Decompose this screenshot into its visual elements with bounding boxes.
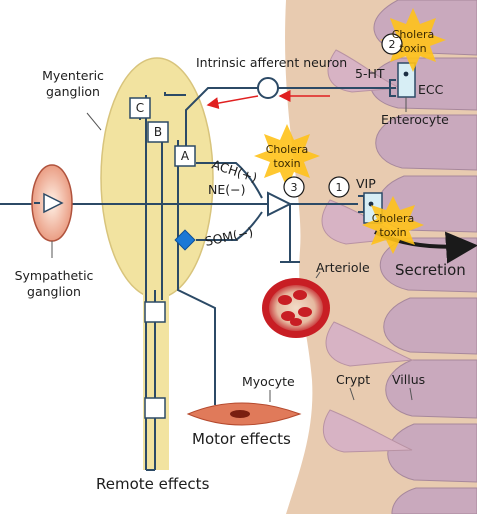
enterocyte-label: Enterocyte [381, 112, 449, 127]
svg-text:1: 1 [336, 181, 343, 194]
ecc-label: ECC [418, 82, 444, 97]
vip-label: VIP [356, 176, 376, 191]
som-label: SOM(−) [204, 224, 255, 249]
cholera-toxin-middle-line2: toxin [273, 157, 300, 170]
step-marker-3: 3 [284, 177, 304, 197]
interneuron-label-c: C [136, 101, 144, 115]
sympathetic-ganglion-label-line2: ganglion [27, 284, 81, 299]
secretion-label: Secretion [395, 261, 466, 279]
interneuron-label-b: B [154, 125, 162, 139]
afferent-neuron-soma [258, 78, 278, 98]
cholera-toxin-right-line1: Cholera [372, 212, 414, 225]
myocyte-label: Myocyte [242, 374, 295, 389]
step-marker-1: 1 [329, 177, 349, 197]
villus-label: Villus [392, 372, 425, 387]
cholera-toxin-middle-line1: Cholera [266, 143, 308, 156]
arteriole-label: Arteriole [316, 260, 370, 275]
myenteric-ganglion-label-line1: Myenteric [42, 68, 104, 83]
secretomotor-neuron [268, 193, 290, 215]
serotonin-label: 5-HT [355, 66, 385, 81]
cholera-toxin-right-line2: toxin [379, 226, 406, 239]
cholera-toxin-top-line1: Cholera [392, 28, 434, 41]
interneuron-label-a: A [181, 149, 190, 163]
svg-text:3: 3 [291, 181, 298, 194]
myenteric-ganglion-label-line2: ganglion [46, 84, 100, 99]
sympathetic-ganglion-label-line1: Sympathetic [15, 268, 94, 283]
ach-label: ACH(+) [210, 157, 259, 186]
myenteric-ganglion [101, 58, 213, 298]
arteriole [262, 278, 330, 338]
descending-neuron-upper [145, 302, 165, 322]
descending-neuron-lower [145, 398, 165, 418]
remote-effects-label: Remote effects [96, 475, 210, 493]
ne-label: NE(−) [208, 182, 245, 197]
crypt-label: Crypt [336, 372, 370, 387]
motor-effects-label: Motor effects [192, 430, 291, 448]
intrinsic-afferent-neuron-label: Intrinsic afferent neuron [196, 55, 347, 70]
cholera-toxin-top-line2: toxin [399, 42, 426, 55]
